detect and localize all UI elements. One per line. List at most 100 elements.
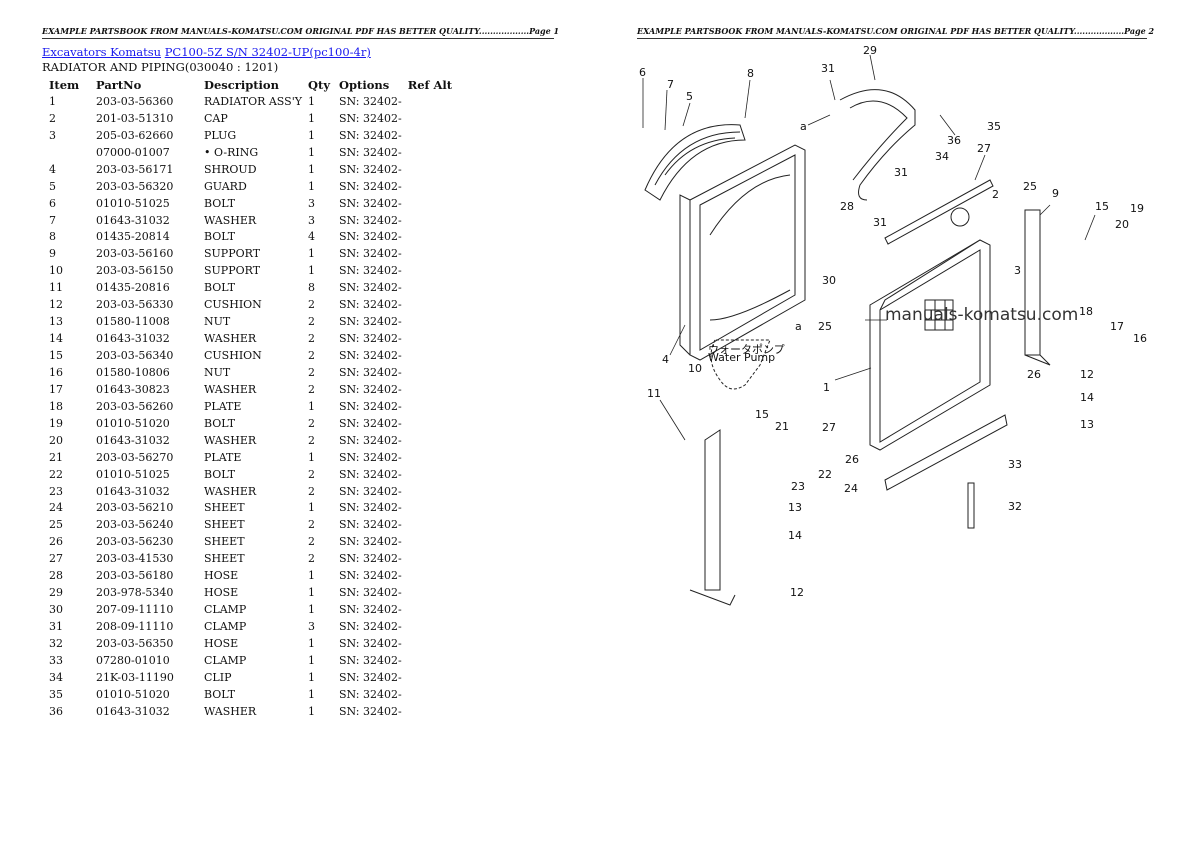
cell-item: 18	[49, 399, 63, 413]
cell-partno: 203-03-56330	[96, 298, 174, 312]
cell-ref-alt	[405, 516, 458, 533]
cell-partno: 01010-51025	[96, 196, 170, 210]
cell-ref-alt	[405, 296, 458, 313]
shroud-drawing	[679, 144, 806, 361]
ref-a-2: a	[795, 320, 802, 333]
cell-item: 22	[49, 467, 63, 481]
cell-description: WASHER	[204, 704, 257, 718]
cell-qty: 1	[307, 501, 315, 515]
cell-ref-alt	[405, 161, 458, 178]
cell-item: 10	[49, 264, 63, 278]
cell-qty: 3	[307, 620, 315, 634]
cell-description: NUT	[204, 315, 231, 329]
cell-partno: 203-03-41530	[96, 552, 174, 566]
callout-16: 16	[1133, 332, 1147, 345]
cell-qty: 1	[307, 179, 315, 193]
cell-qty: 1	[307, 636, 315, 650]
cell-qty: 2	[307, 433, 315, 447]
cell-item: 1	[49, 94, 56, 108]
cell-options: SN: 32402-	[339, 349, 402, 363]
cell-item: 16	[49, 365, 63, 379]
cell-options: SN: 32402-	[339, 620, 402, 634]
cell-description: SHEET	[204, 518, 245, 532]
cell-item: 17	[49, 382, 63, 396]
callout-22: 22	[818, 468, 832, 481]
cell-description: CLAMP	[204, 653, 247, 667]
callout-leaders	[642, 54, 1096, 441]
cell-ref-alt	[405, 601, 458, 618]
parts-table: Item PartNo Description Qty Options Ref …	[44, 76, 458, 720]
cell-options: SN: 32402-	[339, 704, 402, 718]
callout-25: 25	[818, 320, 832, 333]
callout-35: 35	[987, 120, 1001, 133]
cell-options: SN: 32402-	[339, 332, 402, 346]
cell-qty: 2	[307, 298, 315, 312]
cell-options: SN: 32402-	[339, 399, 402, 413]
cell-item	[44, 144, 93, 161]
cell-description: SHEET	[204, 552, 245, 566]
cell-item: 20	[49, 433, 63, 447]
cell-options: SN: 32402-	[339, 128, 402, 142]
cell-item: 24	[49, 501, 63, 515]
callout-18: 18	[1079, 305, 1093, 318]
cell-partno: 203-03-56171	[96, 162, 174, 176]
breadcrumb-link-category[interactable]: Excavators Komatsu	[42, 45, 162, 59]
cell-ref-alt	[405, 483, 458, 500]
callout-10: 10	[688, 362, 702, 375]
cell-options: SN: 32402-	[339, 484, 402, 498]
cell-partno: 203-978-5340	[96, 586, 174, 600]
cell-ref-alt	[405, 313, 458, 330]
callout-19: 19	[1130, 202, 1144, 215]
callout-7: 7	[667, 78, 674, 91]
cell-description: WASHER	[204, 382, 257, 396]
col-qty: Qty	[307, 77, 330, 92]
cell-qty: 1	[307, 94, 315, 108]
page-header: EXAMPLE PARTSBOOK FROM MANUALS-KOMATSU.C…	[637, 26, 1154, 39]
breadcrumb-link-model[interactable]: PC100-5Z S/N 32402-UP(pc100-4r)	[164, 45, 371, 59]
cell-qty: 1	[307, 145, 315, 159]
cell-ref-alt	[405, 567, 458, 584]
callout-30: 30	[822, 274, 836, 287]
callout-27: 27	[822, 421, 836, 434]
cell-qty: 3	[307, 213, 315, 227]
cell-ref-alt	[405, 229, 458, 246]
cell-item: 30	[49, 603, 63, 617]
cell-ref-alt	[405, 144, 458, 161]
cell-partno: 203-03-56160	[96, 247, 174, 261]
cell-ref-alt	[405, 178, 458, 195]
cell-partno: 203-03-56320	[96, 179, 174, 193]
cell-description: BOLT	[204, 281, 236, 295]
cell-qty: 2	[307, 365, 315, 379]
callout-31-b: 31	[894, 166, 908, 179]
callout-28: 28	[840, 200, 854, 213]
guard-drawing	[644, 124, 746, 201]
cell-options: SN: 32402-	[339, 569, 402, 583]
callout-14-b: 14	[1080, 391, 1094, 404]
cell-partno: 207-09-11110	[96, 603, 174, 617]
callout-3: 3	[1014, 264, 1021, 277]
cell-options: SN: 32402-	[339, 467, 402, 481]
cell-item: 26	[49, 535, 63, 549]
cell-qty: 1	[307, 247, 315, 261]
cell-qty: 1	[307, 111, 315, 125]
cell-qty: 2	[307, 535, 315, 549]
cell-partno: 01580-10806	[96, 365, 170, 379]
cell-item: 36	[49, 704, 63, 718]
callout-17: 17	[1110, 320, 1124, 333]
cell-options: SN: 32402-	[339, 298, 402, 312]
cell-item: 34	[49, 670, 63, 684]
cell-item: 4	[49, 162, 56, 176]
cell-ref-alt	[405, 398, 458, 415]
